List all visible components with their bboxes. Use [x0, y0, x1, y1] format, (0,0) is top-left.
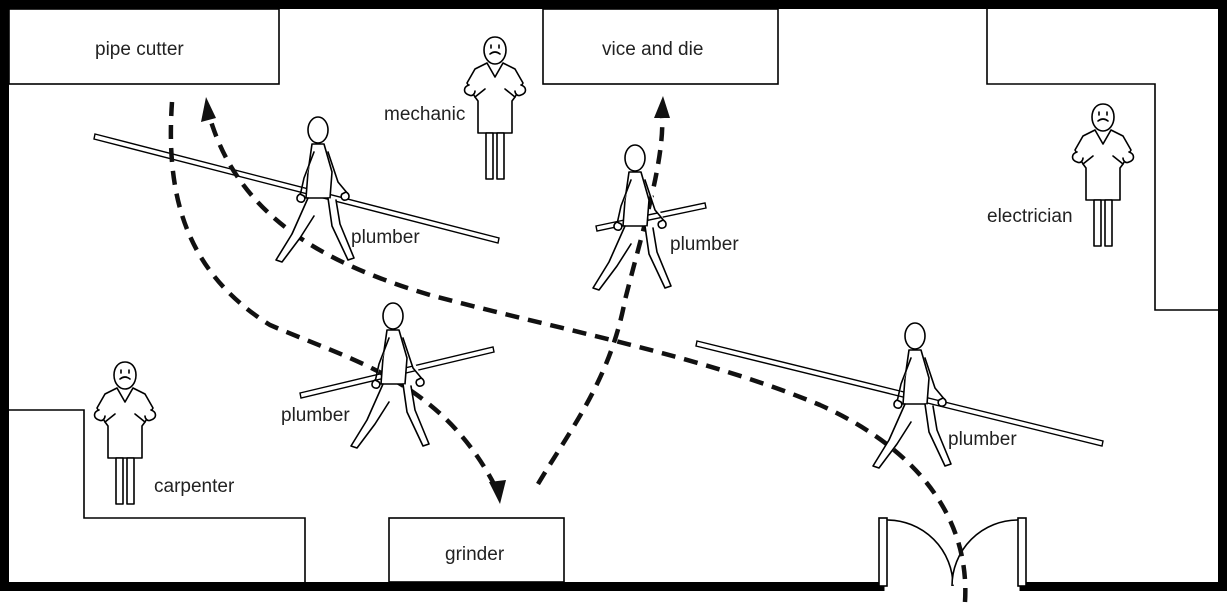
pipe-cutter-label: pipe cutter [95, 39, 184, 60]
arrowhead-to-grinder [489, 480, 506, 504]
carpenter-label: carpenter [154, 476, 235, 497]
mechanic-label: mechanic [384, 104, 465, 125]
walking-plumber-icon [872, 322, 952, 469]
pipe-cutter-station [8, 8, 280, 85]
vice-and-die-station [542, 8, 779, 85]
arrowhead-to-vice-and-die [654, 96, 670, 118]
outer-wall [0, 0, 1227, 591]
path-grinder-to-vice-and-die [536, 115, 665, 486]
carpenter-room [9, 409, 306, 582]
door [878, 517, 1027, 587]
plumber-label-3: plumber [281, 405, 350, 426]
plumber-label-4: plumber [948, 429, 1017, 450]
plumber-label-2: plumber [670, 234, 739, 255]
mechanic-icon [463, 36, 527, 180]
grinder-station [388, 517, 565, 583]
arrowhead-to-pipe-cutter [201, 97, 216, 122]
path-pipe-cutter-to-grinder [168, 101, 497, 488]
plumber-label-1: plumber [351, 227, 420, 248]
walking-plumber-icon [350, 302, 430, 449]
pipe-1 [93, 133, 500, 244]
electrician-label: electrician [987, 206, 1073, 227]
grinder-label: grinder [445, 544, 505, 565]
vice-and-die-label: vice and die [602, 39, 703, 60]
